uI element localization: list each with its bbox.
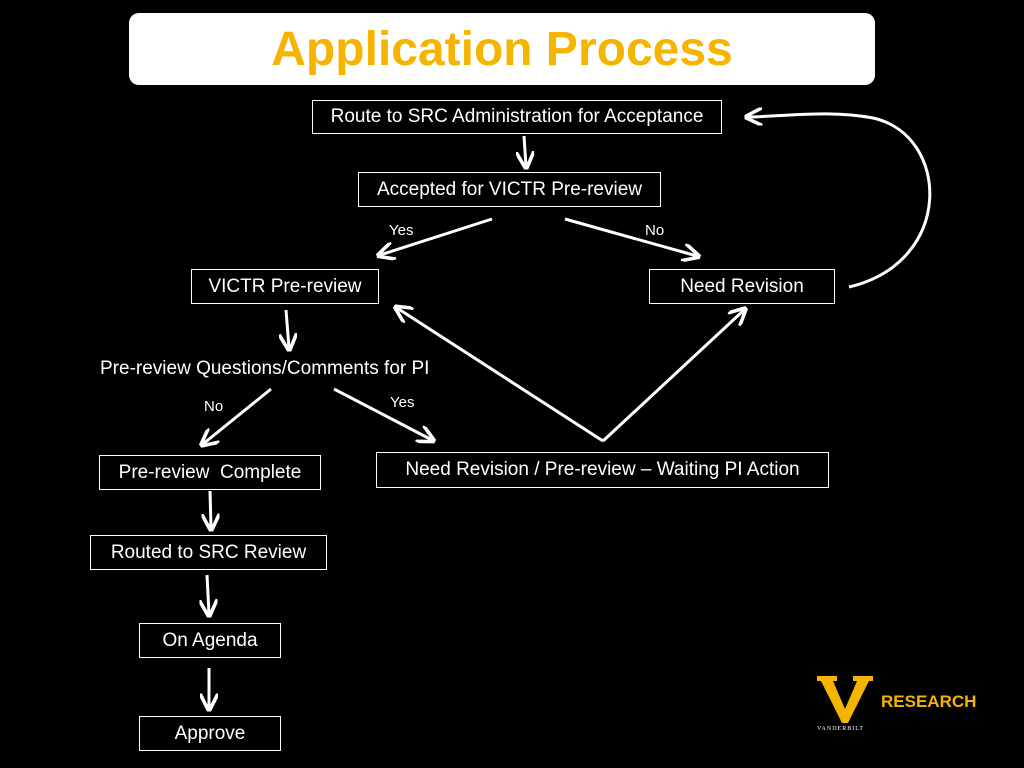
node-prereview-questions: Pre-review Questions/Comments for PI [100, 358, 430, 379]
node-label: VICTR Pre-review [208, 275, 362, 297]
node-prereview-complete: Pre-review Complete [99, 455, 321, 490]
node-label: Need Revision [680, 275, 804, 297]
arrow-accepted-yes [380, 217, 493, 255]
arrow-waiting-to-revision [601, 310, 744, 443]
arrow-questions-no [203, 387, 272, 444]
arrow-waiting-to-victr [397, 308, 604, 443]
arrow-route-to-accepted [524, 135, 526, 166]
node-routed-src-review: Routed to SRC Review [90, 535, 327, 570]
node-approve: Approve [139, 716, 281, 751]
node-victr-prereview: VICTR Pre-review [191, 269, 379, 304]
node-label: Need Revision / Pre-review – Waiting PI … [405, 459, 800, 480]
node-accepted-victr: Accepted for VICTR Pre-review [358, 172, 661, 207]
arrow-complete-to-routed [210, 490, 211, 528]
node-label: Approve [174, 722, 246, 744]
node-label: Routed to SRC Review [110, 541, 307, 563]
logo-wordmark: VANDERBILT [817, 726, 865, 732]
vanderbilt-logo: RESEARCH VANDERBILT [815, 673, 990, 743]
arrow-revision-loop [748, 114, 932, 289]
node-label: Pre-review Complete [118, 461, 302, 483]
arrow-questions-yes [333, 387, 432, 440]
node-need-revision: Need Revision [649, 269, 835, 304]
node-label: Accepted for VICTR Pre-review [376, 178, 643, 200]
logo-research-text: RESEARCH [881, 692, 977, 711]
vanderbilt-v-icon [817, 676, 873, 723]
node-route-src-admin: Route to SRC Administration for Acceptan… [312, 100, 722, 134]
node-label: On Agenda [162, 629, 258, 651]
page-title: Application Process [271, 22, 733, 76]
label-questions-yes: Yes [390, 394, 415, 411]
node-on-agenda: On Agenda [139, 623, 281, 658]
label-accepted-no: No [645, 222, 665, 239]
arrow-routed-to-agenda [207, 574, 209, 614]
arrow-accepted-no [564, 217, 697, 256]
node-need-revision-waiting: Need Revision / Pre-review – Waiting PI … [376, 452, 829, 488]
node-label: Route to SRC Administration for Acceptan… [330, 106, 704, 127]
label-accepted-yes: Yes [389, 222, 414, 239]
arrow-victr-to-questions [286, 309, 289, 348]
title-banner: Application Process [129, 13, 875, 85]
label-questions-no: No [204, 398, 224, 415]
